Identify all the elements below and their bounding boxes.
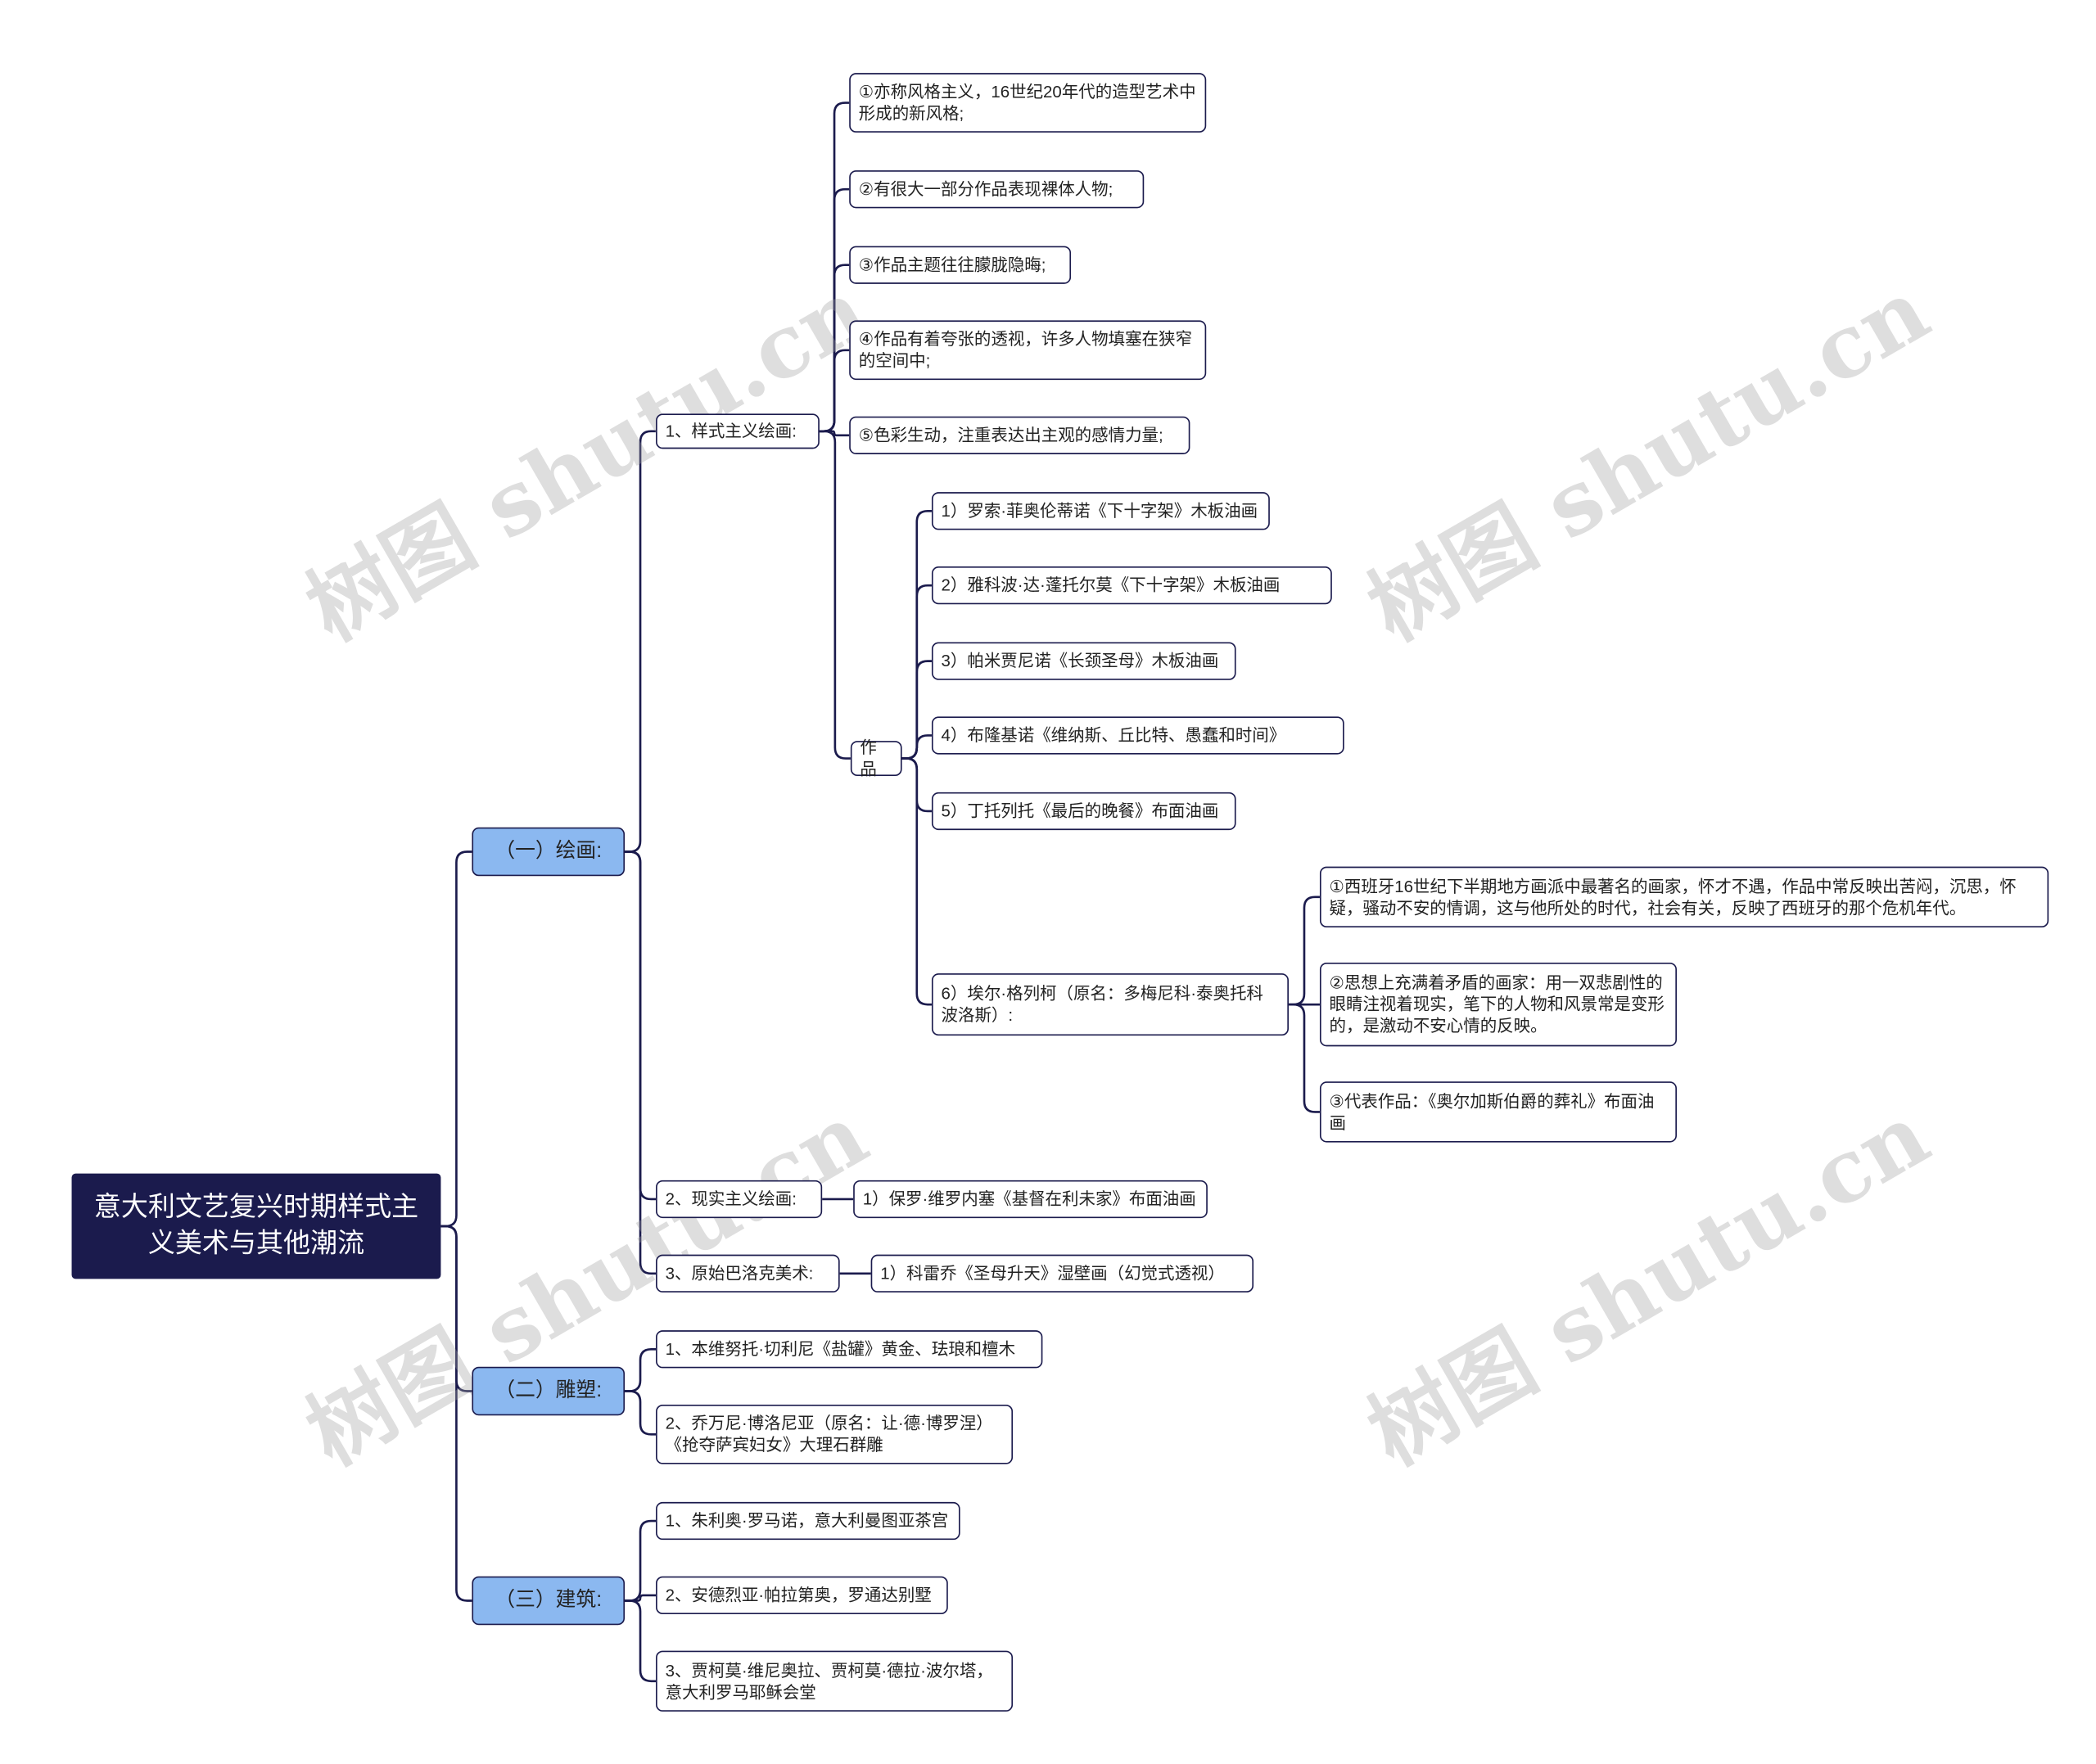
architecture-item-1[interactable]: 1、朱利奥·罗马诺，意大利曼图亚茶宫 [656, 1501, 960, 1541]
feature-4[interactable]: ④作品有着夸张的透视，许多人物填塞在狭窄的空间中; [849, 320, 1207, 381]
connector-sculpture-item-1 [625, 1347, 657, 1392]
section-sculpture[interactable]: （二）雕塑: [472, 1366, 626, 1416]
work-2[interactable]: 2）雅科波·达·蓬托尔莫《下十字架》木板油画 [931, 566, 1332, 605]
feature-1[interactable]: ①亦称风格主义，16世纪20年代的造型艺术中形成的新风格; [849, 73, 1207, 133]
connector-architecture-item-1 [625, 1519, 657, 1602]
works-node[interactable]: 作品 [850, 738, 902, 778]
realism-node[interactable]: 2、现实主义绘画: [656, 1180, 823, 1219]
greco-detail-3[interactable]: ③代表作品：《奥尔加斯伯爵的葬礼》布面油画 [1319, 1081, 1677, 1143]
connector-work-4 [901, 734, 932, 760]
baroque-node[interactable]: 3、原始巴洛克美术: [656, 1254, 840, 1293]
greco-detail-2[interactable]: ②思想上充满着矛盾的画家：用一双悲剧性的眼睛注视着现实，笔下的人物和风景常是变形… [1319, 962, 1677, 1047]
connector-architecture-item-3 [625, 1599, 657, 1683]
feature-5[interactable]: ⑤色彩生动，注重表达出主观的感情力量; [849, 416, 1190, 454]
greco-detail-1[interactable]: ①西班牙16世纪下半期地方画派中最著名的画家，怀才不遇，作品中常反映出苦闷，沉思… [1319, 866, 2049, 927]
connector-section-painting [440, 850, 472, 1228]
connector-greco-detail-1 [1288, 896, 1320, 1006]
baroque-item[interactable]: 1）科雷乔《圣母升天》湿壁画（幻觉式透视） [870, 1254, 1254, 1293]
connector-feature-4 [819, 349, 850, 433]
feature-3[interactable]: ③作品主题往往朦胧隐晦; [849, 246, 1072, 284]
connector-work-6-el-greco [901, 757, 932, 1006]
section-painting[interactable]: （一）绘画: [472, 827, 626, 877]
work-5[interactable]: 5）丁托列托《最后的晚餐》布面油画 [931, 792, 1236, 831]
section-architecture[interactable]: （三）建筑: [472, 1576, 626, 1626]
connector-architecture-item-2 [625, 1594, 657, 1602]
connector-section-architecture [440, 1225, 472, 1602]
work-3[interactable]: 3）帕米贾尼诺《长颈圣母》木板油画 [931, 642, 1236, 680]
connector-feature-5 [819, 430, 850, 437]
work-1[interactable]: 1）罗索·菲奥伦蒂诺《下十字架》木板油画 [931, 492, 1270, 530]
mannerism-node[interactable]: 1、样式主义绘画: [656, 413, 820, 449]
sculpture-item-1[interactable]: 1、本维努托·切利尼《盐罐》黄金、珐琅和檀木 [656, 1330, 1043, 1369]
root-topic[interactable]: 意大利文艺复兴时期样式主义美术与其他潮流 [71, 1173, 441, 1279]
connector-greco-detail-3 [1288, 1003, 1320, 1113]
feature-2[interactable]: ②有很大一部分作品表现裸体人物; [849, 170, 1145, 209]
connector-mannerism-node [625, 430, 657, 853]
work-6-el-greco[interactable]: 6）埃尔·格列柯（原名：多梅尼科·泰奥托科波洛斯）: [931, 973, 1289, 1036]
work-4[interactable]: 4）布隆基诺《维纳斯、丘比特、愚蠢和时间》 [931, 716, 1344, 755]
connector-sculpture-item-2 [625, 1390, 657, 1436]
architecture-item-2[interactable]: 2、安德烈亚·帕拉第奥，罗通达别墅 [656, 1576, 948, 1615]
architecture-item-3[interactable]: 3、贾柯莫·维尼奥拉、贾柯莫·德拉·波尔塔，意大利罗马耶稣会堂 [656, 1650, 1014, 1712]
realism-item[interactable]: 1）保罗·维罗内塞《基督在利未家》布面油画 [853, 1180, 1208, 1219]
connector-works-node [819, 430, 851, 760]
sculpture-item-2[interactable]: 2、乔万尼·博洛尼亚（原名：让·德·博罗涅）《抢夺萨宾妇女》大理石群雕 [656, 1405, 1014, 1464]
connector-baroque-node [625, 850, 657, 1275]
